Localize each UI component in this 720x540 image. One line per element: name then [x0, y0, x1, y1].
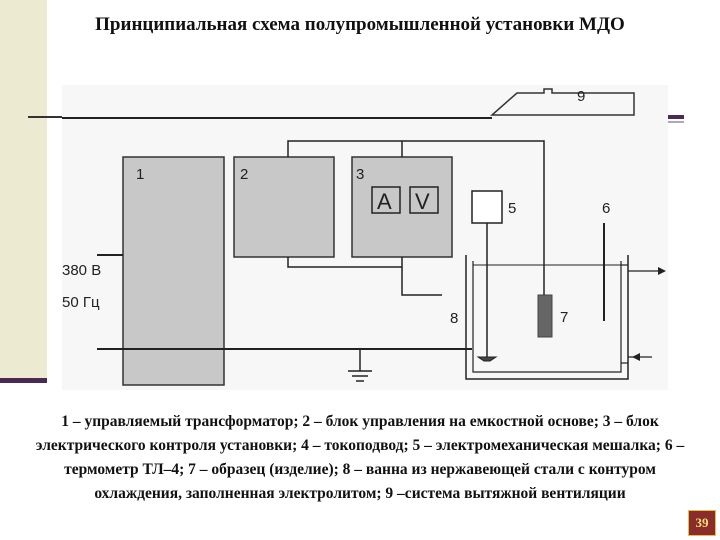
left-decor-bar-edge	[0, 378, 47, 383]
label-3: 3	[356, 166, 364, 183]
voltage-label: 380 В	[62, 262, 101, 279]
label-5: 5	[508, 200, 516, 217]
wire-block3-to-tank	[401, 267, 442, 296]
ventilation-hood	[490, 88, 635, 116]
wire-block2-bottom	[287, 257, 403, 268]
frequency-label: 50 Гц	[62, 294, 100, 311]
left-decor-bar	[0, 0, 47, 383]
label-2: 2	[240, 166, 248, 183]
legend-caption: 1 – управляемый трансформатор; 2 – блок …	[35, 413, 685, 502]
page-number-badge: 39	[688, 510, 716, 536]
decor-line-right	[668, 115, 684, 119]
label-1: 1	[136, 166, 144, 183]
tank-inner-wall	[472, 261, 622, 373]
tank-outer-wall	[465, 255, 629, 380]
wire-block2-top	[287, 140, 545, 197]
coolant-outlet-arrow	[658, 267, 666, 275]
schematic-diagram: 9 1 2 3 A V 380 В 50 Гц 5 6 7 8	[62, 85, 668, 390]
coolant-inlet-arrow	[632, 353, 640, 361]
transformer-block-1	[122, 156, 225, 386]
label-6: 6	[602, 200, 610, 217]
decor-line-right-thin	[668, 121, 684, 123]
label-9: 9	[577, 88, 585, 105]
voltmeter-box	[409, 186, 439, 214]
label-7: 7	[560, 309, 568, 326]
sample-7	[537, 294, 553, 338]
voltmeter-label: V	[415, 189, 430, 214]
decor-line-left	[28, 116, 62, 118]
control-block-2	[233, 156, 335, 258]
label-8: 8	[450, 310, 458, 327]
ammeter-box	[371, 186, 401, 214]
mixer-motor-5	[471, 190, 503, 224]
mixer-blade	[476, 356, 498, 362]
ammeter-label: A	[377, 189, 392, 214]
slide-title: Принципиальная схема полупромышленной ус…	[95, 14, 625, 35]
